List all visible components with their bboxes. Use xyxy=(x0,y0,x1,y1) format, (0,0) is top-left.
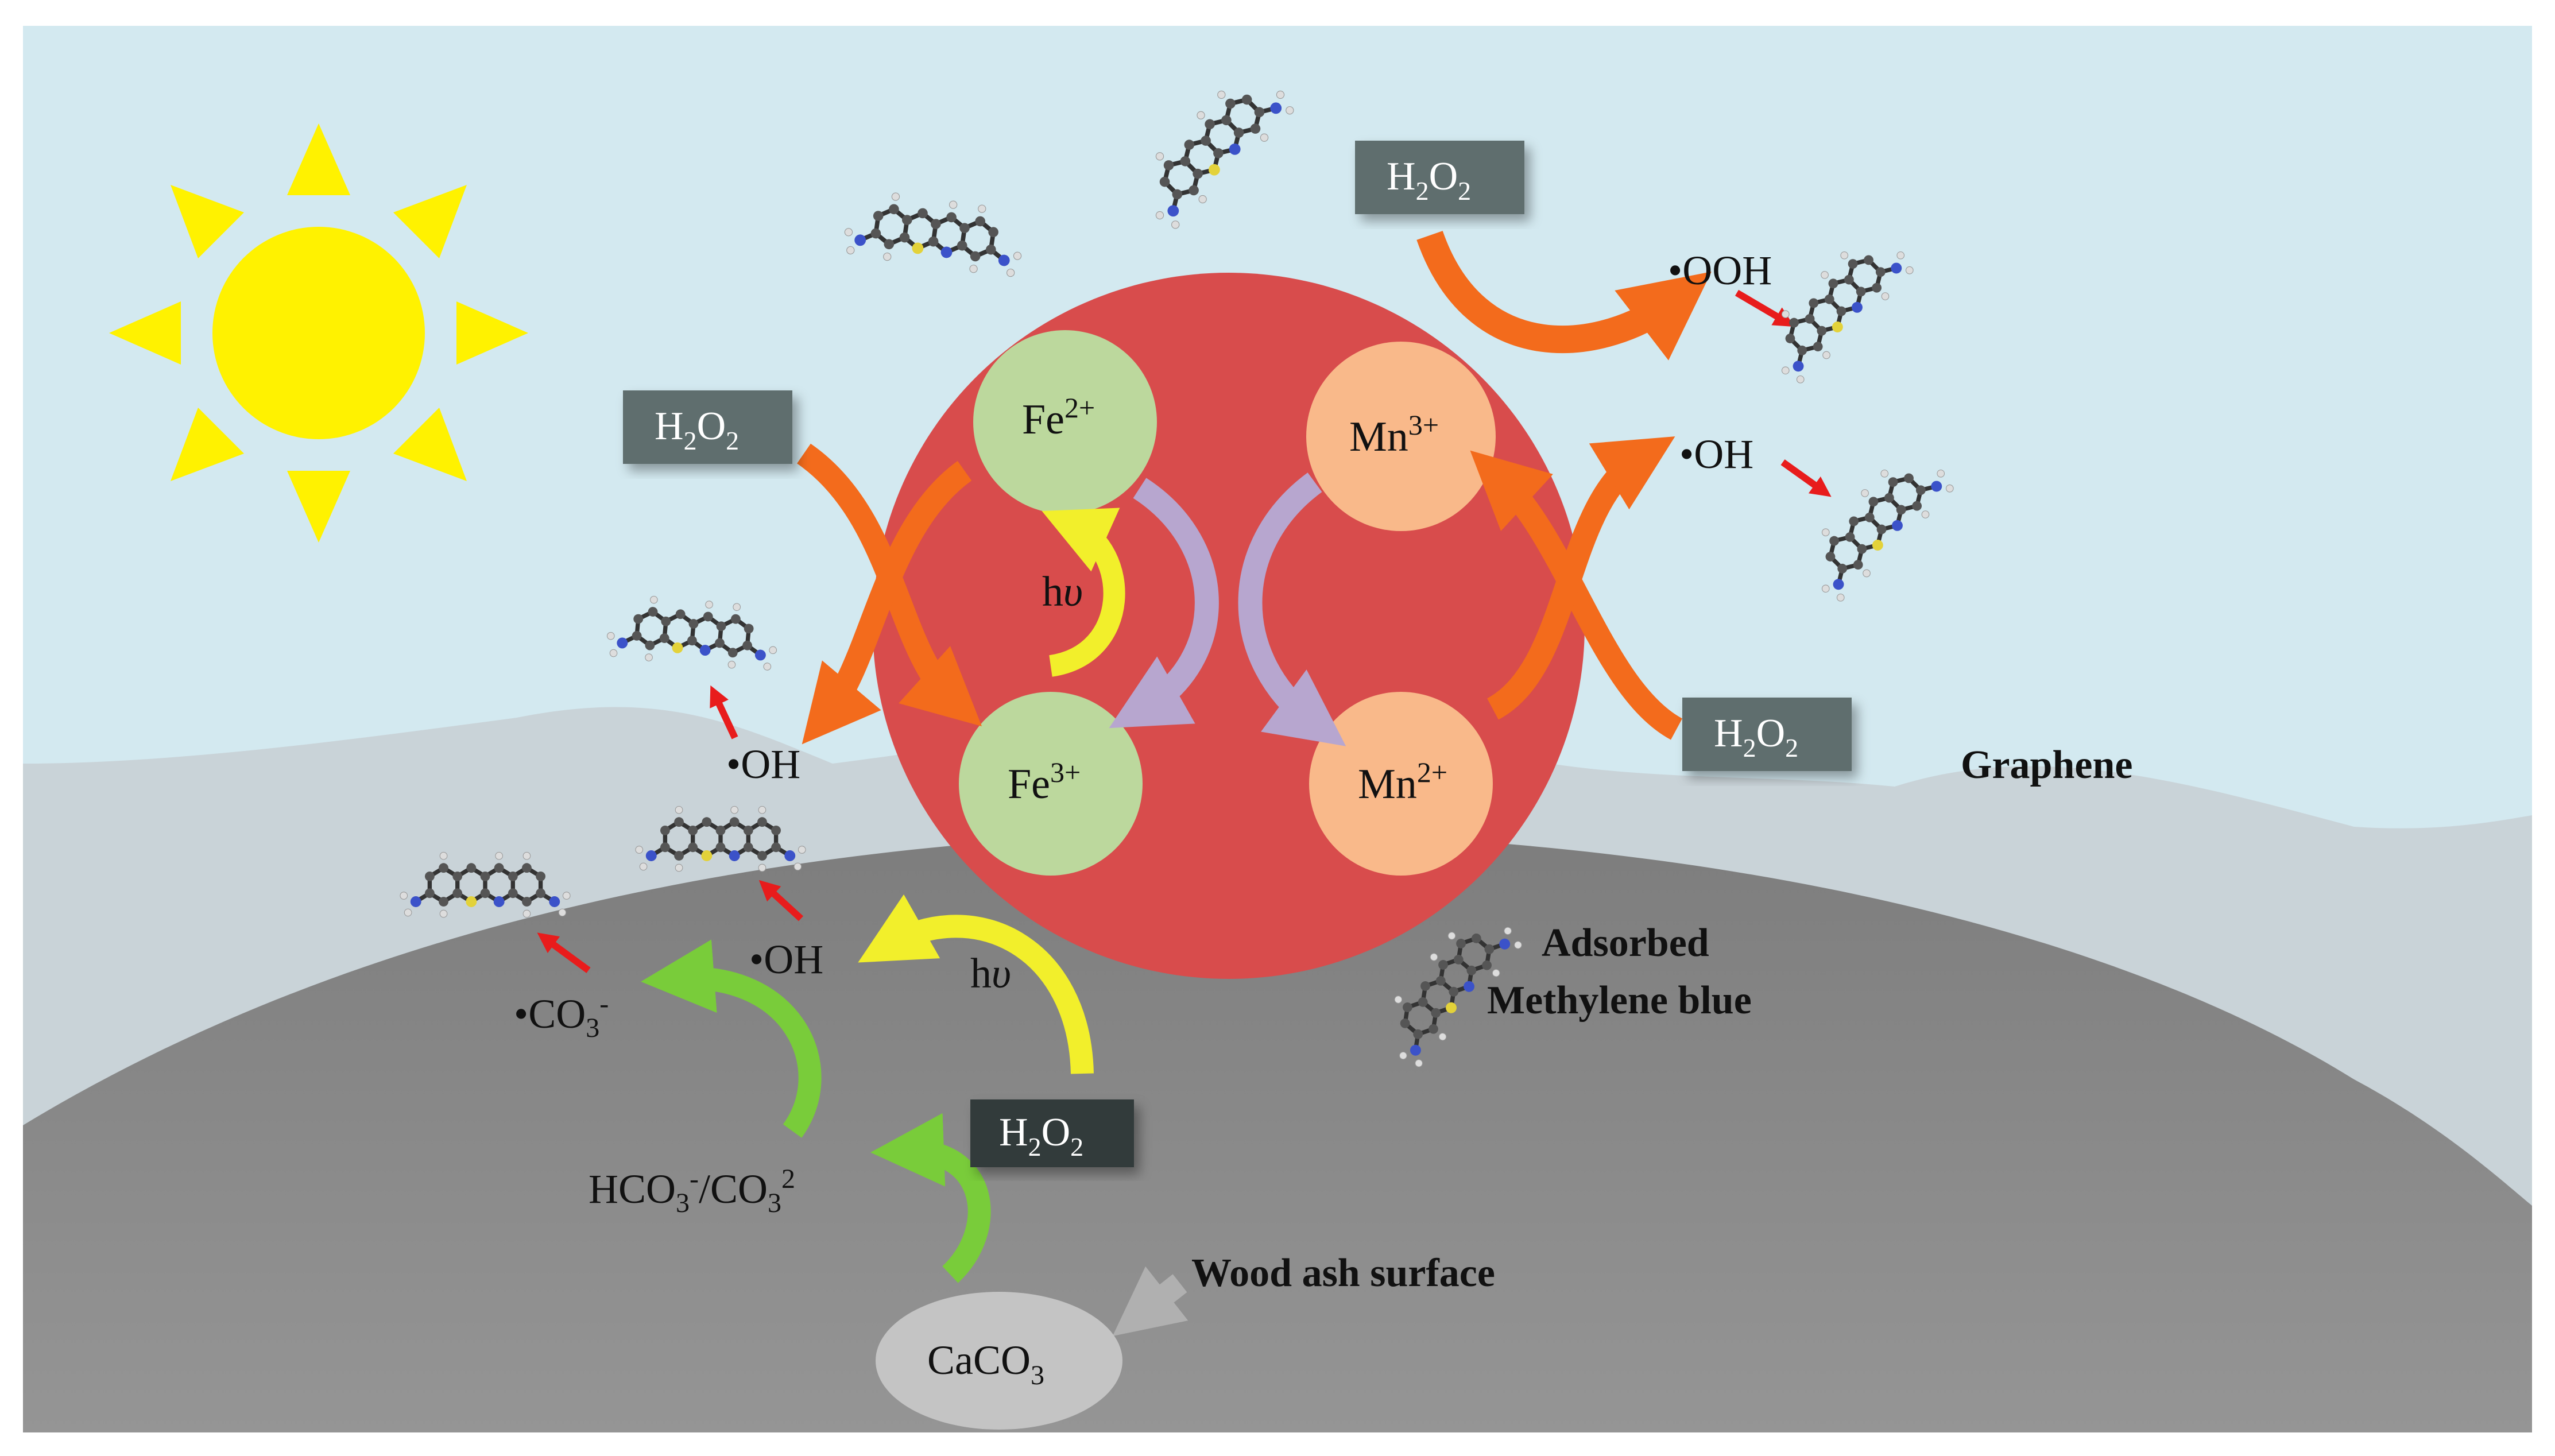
svg-text:H2O2: H2O2 xyxy=(1714,711,1798,762)
carbonate-species-label: HCO3-/CO32 xyxy=(589,1164,795,1218)
mn3-circle xyxy=(1306,342,1496,531)
wood-ash-pointer-arrow xyxy=(1112,1266,1189,1337)
hv-inner-label: hυ xyxy=(1042,568,1083,615)
fe2-label: Fe2+ xyxy=(1022,392,1095,443)
fe2-to-oh-orange-arrow xyxy=(802,460,972,745)
oh-bottom-attack-arrow xyxy=(758,880,804,921)
h2o2-to-mn3-orange-arrow xyxy=(1470,450,1683,740)
fe3-circle xyxy=(959,692,1143,876)
h2o2-box-top-right: H2O2 xyxy=(1355,141,1524,214)
mn3-label: Mn3+ xyxy=(1349,409,1439,460)
ooh-radical-label: •OOH xyxy=(1668,247,1772,293)
hv-outer-label: hυ xyxy=(970,950,1011,997)
fe2-to-fe3-purple-arrow xyxy=(1109,478,1219,729)
h2o2-to-ooh-orange-arrow xyxy=(1416,231,1712,361)
carbonate-to-co3-radical-green-arrow xyxy=(641,939,822,1138)
mn3-to-mn2-purple-arrow xyxy=(1238,473,1346,746)
oh-radical-left-label: •OH xyxy=(726,741,800,787)
h2o2-box-right: H2O2 xyxy=(1682,698,1852,771)
oh-radical-right-label: •OH xyxy=(1679,431,1753,477)
mn2-circle xyxy=(1309,692,1493,876)
svg-text:H2O2: H2O2 xyxy=(655,404,739,455)
svg-text:H2O2: H2O2 xyxy=(999,1110,1083,1161)
svg-text:H2O2: H2O2 xyxy=(1387,154,1471,206)
caco3-label: CaCO3 xyxy=(927,1337,1044,1391)
h2o2-to-oh-hv-arrow xyxy=(858,894,1094,1074)
mn2-to-oh-orange-arrow xyxy=(1486,436,1675,720)
oh-right-attack-arrow xyxy=(1780,459,1832,497)
h2o2-box-bottom: H2O2 xyxy=(970,1099,1134,1167)
adsorbed-label-line1: Adsorbed xyxy=(1542,921,1709,965)
caco3-particle xyxy=(876,1292,1122,1430)
co3-radical-attack-arrow xyxy=(537,932,591,973)
oh-radical-bottom-label: •OH xyxy=(749,936,823,982)
sun-icon xyxy=(109,123,528,543)
fe3-to-fe2-hv-arrow xyxy=(1042,508,1125,677)
oh-left-attack-arrow xyxy=(710,685,738,739)
caco3-to-carbonate-green-arrow xyxy=(870,1113,991,1283)
wood-ash-surface-label: Wood ash surface xyxy=(1191,1251,1495,1295)
mn2-label: Mn2+ xyxy=(1358,756,1447,808)
h2o2-box-left: H2O2 xyxy=(623,390,792,464)
bimetallic-particle xyxy=(873,273,1585,979)
fe3-label: Fe3+ xyxy=(1008,756,1081,808)
co3-radical-label: •CO3- xyxy=(514,989,609,1043)
graphene-label: Graphene xyxy=(1961,743,2132,787)
adsorbed-label-line2: Methylene blue xyxy=(1487,978,1752,1023)
ooh-attack-arrow xyxy=(1735,289,1795,327)
fe2-circle xyxy=(973,330,1157,514)
